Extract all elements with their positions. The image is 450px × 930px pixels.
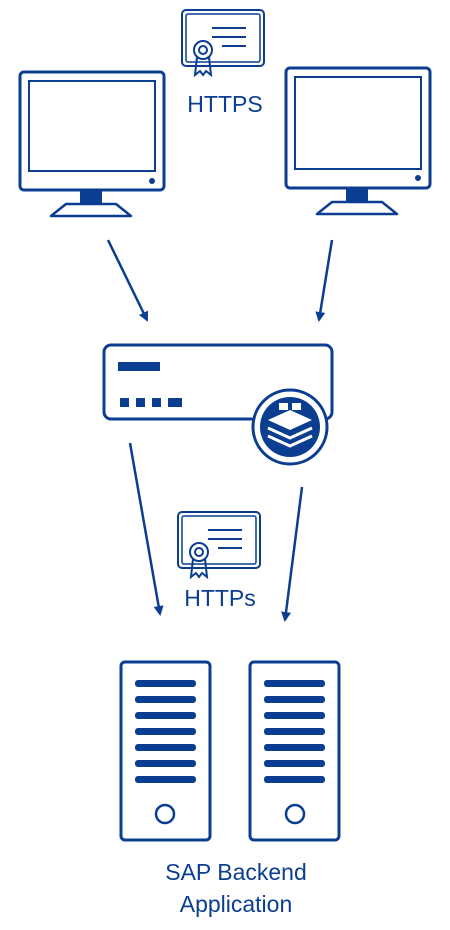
right-monitor-icon	[284, 66, 432, 216]
arrow-right-monitor-to-gateway	[315, 239, 334, 322]
bottom-certificate-icon	[177, 511, 261, 580]
backend-label-line2: Application	[180, 891, 293, 917]
arrow-gateway-to-left-backend	[128, 442, 164, 616]
backend-server-icon-1	[119, 660, 212, 842]
arrow-left-monitor-to-gateway	[106, 239, 149, 322]
backend-label-line1: SAP Backend	[165, 859, 307, 885]
backend-server-icon-2	[248, 660, 341, 842]
top-certificate-icon	[181, 9, 265, 78]
layered-stack-badge-icon	[251, 388, 329, 466]
bottom-protocol-label: HTTPs	[184, 585, 256, 611]
left-monitor-icon	[18, 70, 166, 218]
arrow-gateway-to-right-backend	[281, 486, 304, 622]
top-protocol-label: HTTPS	[187, 91, 262, 117]
